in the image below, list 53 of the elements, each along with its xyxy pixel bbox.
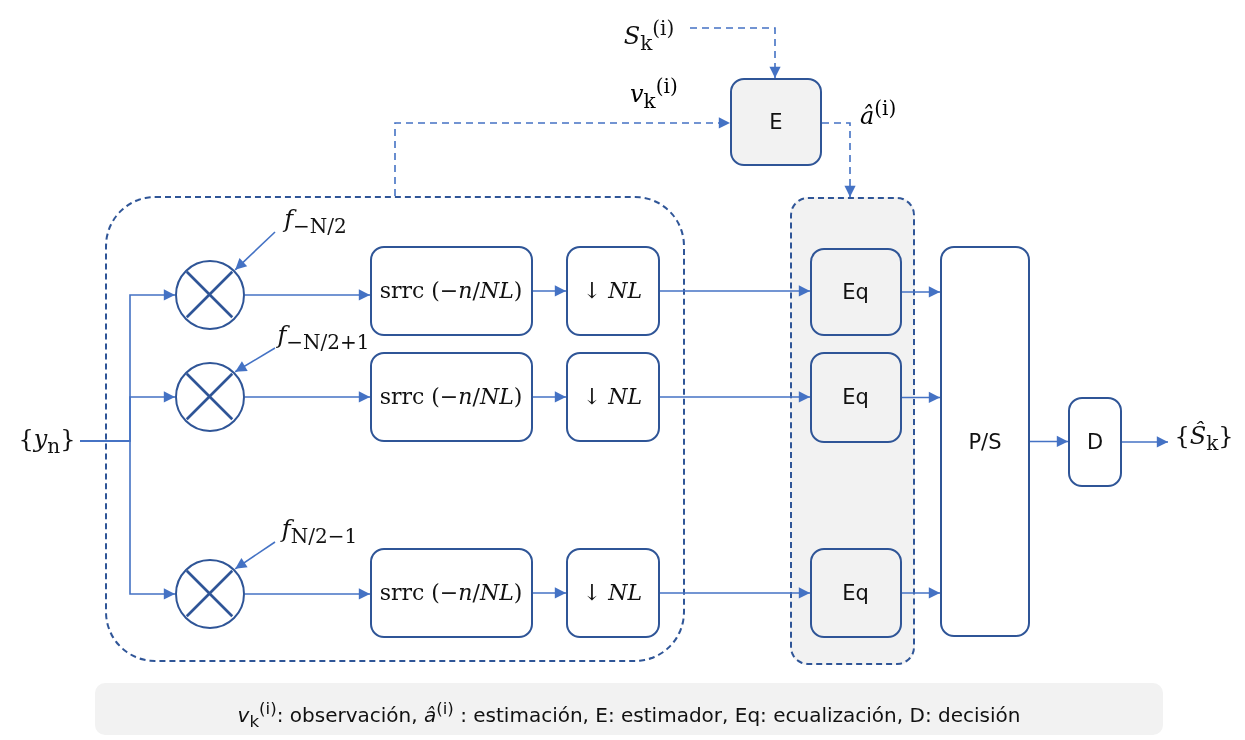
math-label: f$_{−N/2}$ (284, 205, 347, 238)
node-label: Eq (842, 279, 869, 304)
node-label: srrc (−n/NL) (379, 580, 523, 605)
arrow (659, 587, 811, 599)
arrow (532, 587, 567, 599)
node-label: srrc (−n/NL) (379, 278, 523, 303)
node-label: D (1086, 430, 1104, 454)
dashed-group (790, 197, 915, 665)
process-box (565, 351, 660, 442)
arrow (244, 391, 371, 403)
process-box (730, 78, 822, 166)
arrow (659, 391, 811, 403)
process-box (369, 245, 533, 336)
process-box (369, 547, 533, 638)
math-label: f$_{N/2−1}$ (281, 515, 358, 548)
process-box (940, 246, 1030, 637)
arrow (244, 588, 371, 600)
arrow (659, 285, 811, 297)
node-label: ↓ NL (582, 580, 643, 605)
process-box (565, 547, 660, 638)
process-box (809, 351, 902, 443)
node-label: Eq (842, 385, 869, 409)
arrow (901, 587, 941, 599)
arrow (1029, 435, 1069, 448)
math-label: {y$_{n}$} (18, 424, 76, 458)
node-label: P/S (968, 429, 1002, 454)
node-label: ↓ NL (582, 384, 643, 409)
process-box (369, 351, 533, 442)
arrow (901, 286, 941, 298)
caption: v$_{k}$$^{(i)}$: observación, â$^{(i)}$ : estimación, E: estimador, Eq: ecualización, D: decisión (95, 683, 1163, 735)
dashed-group (105, 196, 685, 662)
dashed-arrow (821, 122, 856, 198)
node-label: ↓ NL (582, 278, 643, 303)
dashed-arrow (689, 27, 781, 79)
dashed-arrow (394, 117, 731, 197)
node-label: Eq (842, 580, 869, 605)
math-label: {Ŝ$_{k}$} (1174, 421, 1234, 455)
math-label: f$_{−N/2+1}$ (277, 321, 370, 354)
arrow (234, 347, 276, 373)
arrow (244, 289, 371, 301)
arrow (532, 391, 567, 403)
arrow (234, 231, 276, 271)
process-box (809, 247, 902, 336)
process-box (1068, 397, 1122, 487)
arrow (79, 440, 176, 600)
process-box (565, 245, 660, 336)
arrow (234, 541, 276, 570)
arrow (1121, 436, 1169, 448)
node-label: E (769, 110, 783, 134)
node-label: srrc (−n/NL) (379, 384, 523, 409)
arrow (901, 391, 941, 404)
arrow (532, 285, 567, 297)
process-box (809, 547, 902, 638)
